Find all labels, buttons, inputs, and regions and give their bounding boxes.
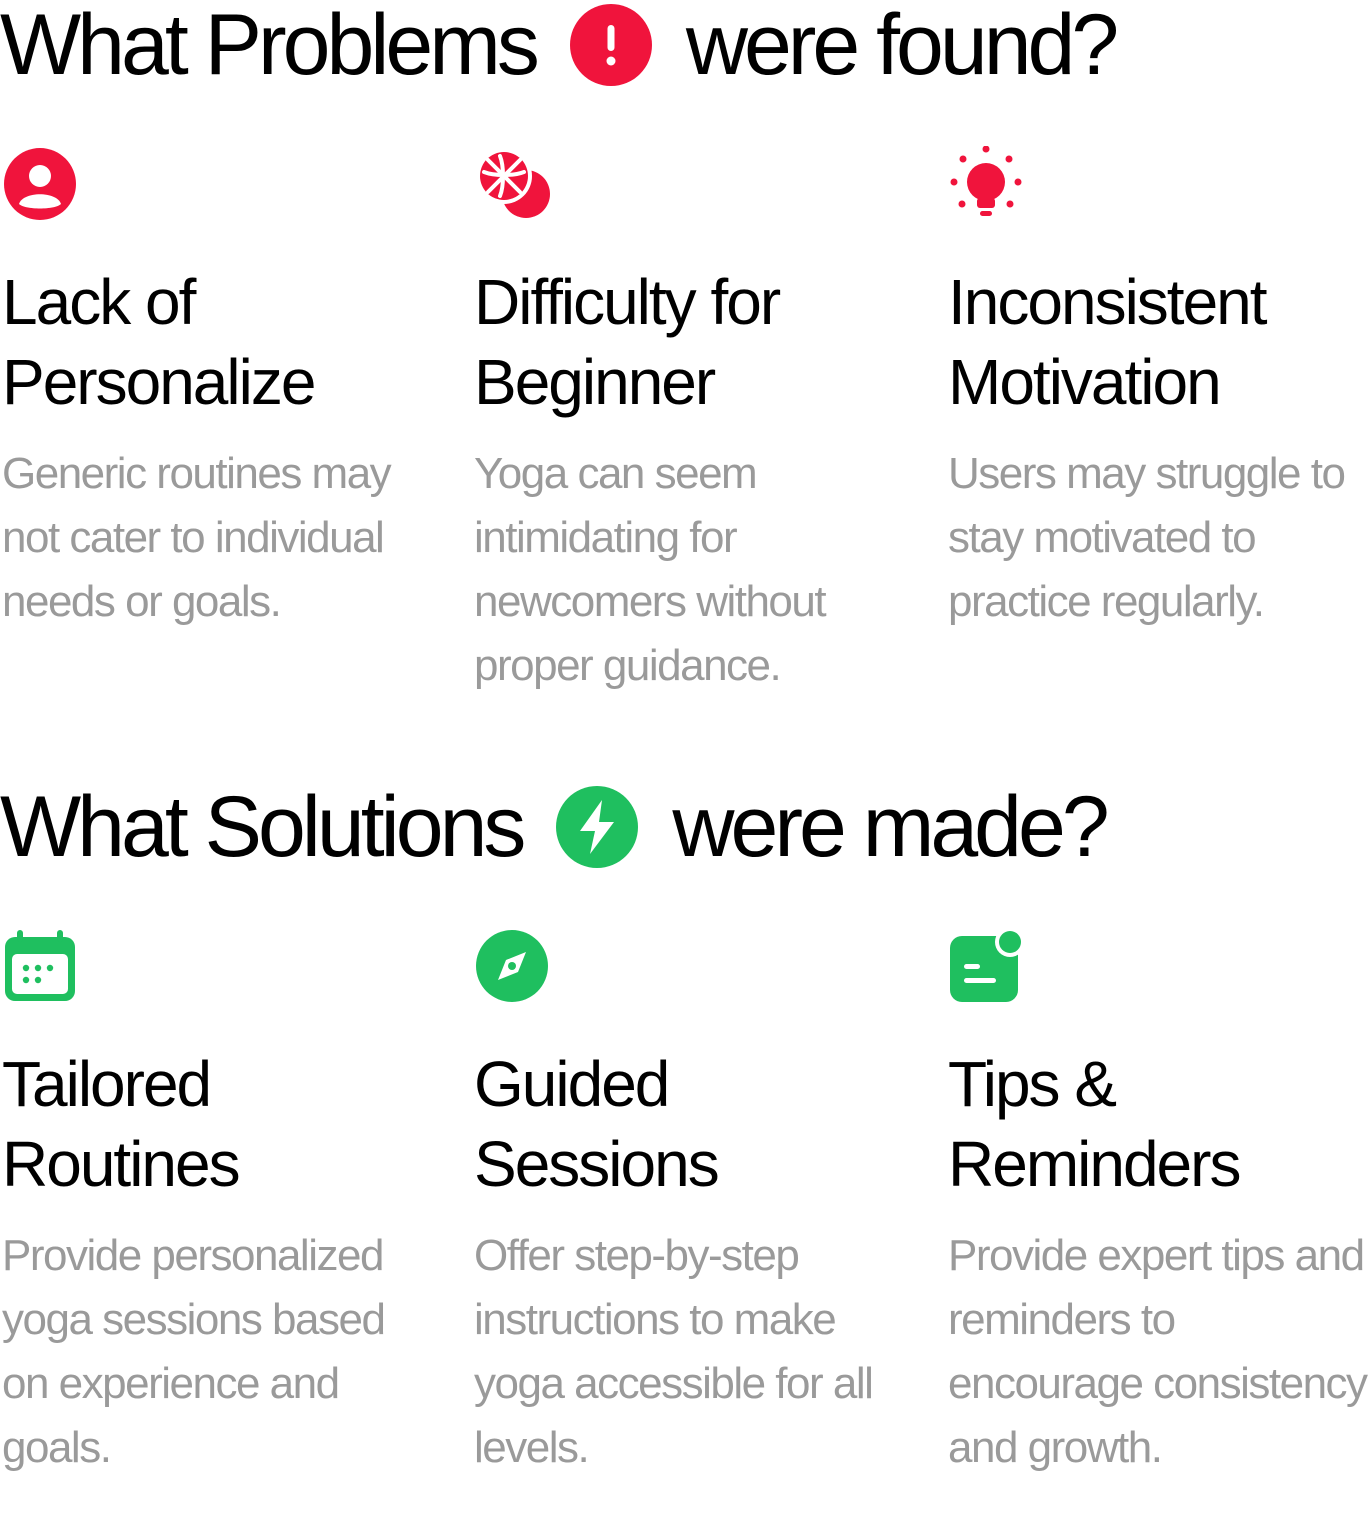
- problem-title: Difficulty for Beginner: [474, 266, 781, 418]
- solution-card-reminders: Tips & Reminders Provide expert tips and…: [948, 928, 1372, 1480]
- problem-description: Users may struggle to stay motivated to …: [948, 449, 1346, 626]
- notification-note-icon: [948, 928, 1024, 1004]
- solutions-cards: Tailored Routines Provide personalized y…: [0, 928, 1372, 1528]
- solutions-section: What Solutions were made?: [0, 782, 1372, 1472]
- problem-card-beginner: Difficulty for Beginner Yoga can seem in…: [474, 146, 914, 698]
- problem-title: Lack of Personalize: [2, 266, 316, 418]
- problems-cards: Lack of Personalize Generic routines may…: [0, 146, 1372, 746]
- solution-card-routines: Tailored Routines Provide personalized y…: [2, 928, 442, 1480]
- problem-card-personalize: Lack of Personalize Generic routines may…: [2, 146, 442, 634]
- problem-description: Yoga can seem intimidating for newcomers…: [474, 449, 827, 690]
- solutions-heading-tail: were made?: [672, 779, 1109, 875]
- problem-description: Generic routines may not cater to indivi…: [2, 449, 392, 626]
- solution-title: Tailored Routines: [2, 1048, 241, 1200]
- solutions-heading-lead: What Solutions: [0, 779, 526, 875]
- basketball-icon: [474, 146, 550, 222]
- solution-card-guided: Guided Sessions Offer step-by-step instr…: [474, 928, 914, 1480]
- solution-title: Tips & Reminders: [948, 1048, 1241, 1200]
- problem-card-motivation: Inconsistent Motivation Users may strugg…: [948, 146, 1372, 634]
- calendar-icon: [2, 928, 78, 1004]
- problems-section: What Problems were found? Lack of Person…: [0, 0, 1372, 690]
- lightbulb-icon: [948, 146, 1024, 222]
- solution-description: Offer step-by-step instructions to make …: [474, 1231, 874, 1472]
- user-circle-icon: [2, 146, 78, 222]
- problems-heading-lead: What Problems: [0, 0, 540, 93]
- problems-heading: What Problems were found?: [0, 0, 1372, 90]
- compass-icon: [474, 928, 550, 1004]
- solution-title: Guided Sessions: [474, 1048, 720, 1200]
- lightning-icon: [556, 786, 639, 868]
- solutions-heading: What Solutions were made?: [0, 782, 1372, 872]
- exclamation-icon: [569, 4, 652, 86]
- solution-description: Provide expert tips and reminders to enc…: [948, 1231, 1368, 1472]
- solution-description: Provide personalized yoga sessions based…: [2, 1231, 386, 1472]
- problems-heading-tail: were found?: [685, 0, 1119, 93]
- problem-title: Inconsistent Motivation: [948, 266, 1268, 418]
